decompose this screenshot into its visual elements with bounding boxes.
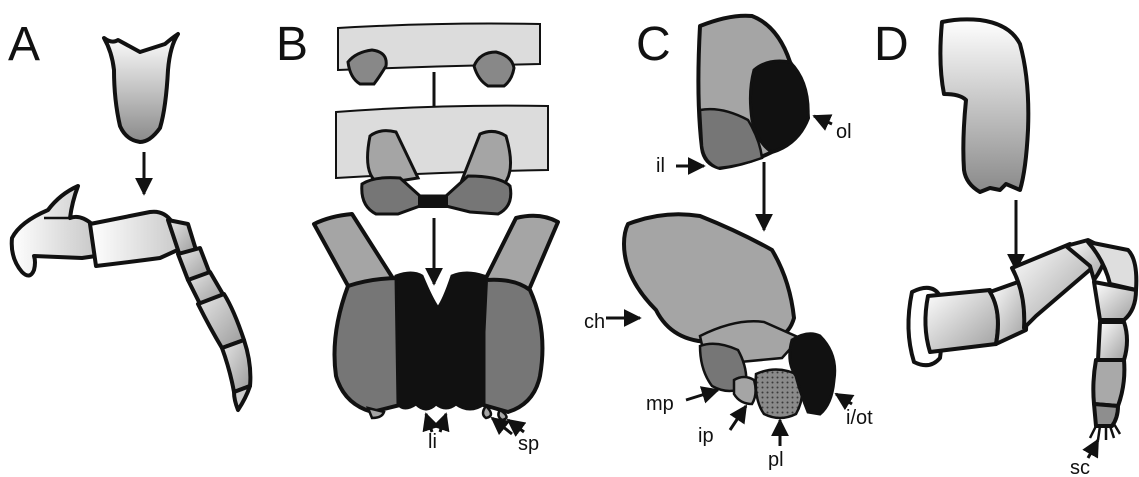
panel-c-head-black [750, 61, 808, 152]
panel-b-li-arrow-1 [426, 414, 432, 432]
panel-b-right-lobe [480, 280, 542, 412]
label-il: il [656, 155, 665, 177]
panel-a-segment-5 [222, 340, 250, 392]
panel-c-iot-arrow [836, 394, 852, 404]
label-sp: sp [518, 433, 539, 455]
panel-d-claws [1090, 424, 1120, 440]
panel-d-segment-1 [925, 290, 998, 352]
panel-b-li-arrow-2 [440, 414, 446, 432]
label-li: li [428, 431, 437, 453]
label-ol: ol [836, 121, 852, 143]
label-sc: sc [1070, 457, 1090, 477]
label-ip: ip [698, 425, 714, 447]
panel-d-upper-piece [940, 19, 1028, 192]
label-iot: i/ot [846, 407, 873, 429]
panel-b-top-right-lobe [474, 52, 514, 86]
label-mp: mp [646, 393, 674, 415]
panel-d-sc-arrow [1088, 440, 1098, 458]
panel-b-top-left-lobe [348, 50, 386, 84]
panel-d-segment-6 [1094, 282, 1136, 320]
panel-b: B li sp [276, 18, 558, 455]
panel-c-ol-arrow [814, 116, 832, 124]
panel-a: A [8, 18, 250, 410]
panel-c: C ol il ch mp ip pl i/ot [584, 16, 873, 471]
panel-d-segment-7 [1098, 322, 1127, 360]
panel-d-segment-9 [1094, 404, 1118, 426]
panel-c-letter: C [636, 18, 671, 71]
panel-c-mp-arrow [686, 390, 718, 400]
panel-b-letter: B [276, 18, 308, 71]
panel-b-middle-black [418, 196, 448, 208]
panel-a-claw [234, 386, 250, 410]
panel-d-segment-8 [1093, 360, 1124, 406]
panel-a-segment-4 [198, 294, 244, 348]
panel-c-ip [734, 377, 756, 404]
panel-a-basal-hook [12, 186, 96, 276]
panel-b-middle-dark [362, 176, 511, 214]
label-ch: ch [584, 311, 605, 333]
panel-b-left-lobe [335, 278, 405, 412]
label-pl: pl [768, 449, 784, 471]
panel-b-sp-arrow-2 [508, 420, 524, 432]
panel-d-letter: D [874, 18, 909, 71]
panel-c-ip-arrow [730, 406, 746, 430]
panel-a-upper-piece [104, 34, 178, 142]
panel-a-letter: A [8, 18, 40, 71]
panel-b-ligula [396, 273, 484, 409]
panel-d: D sc [874, 18, 1136, 477]
